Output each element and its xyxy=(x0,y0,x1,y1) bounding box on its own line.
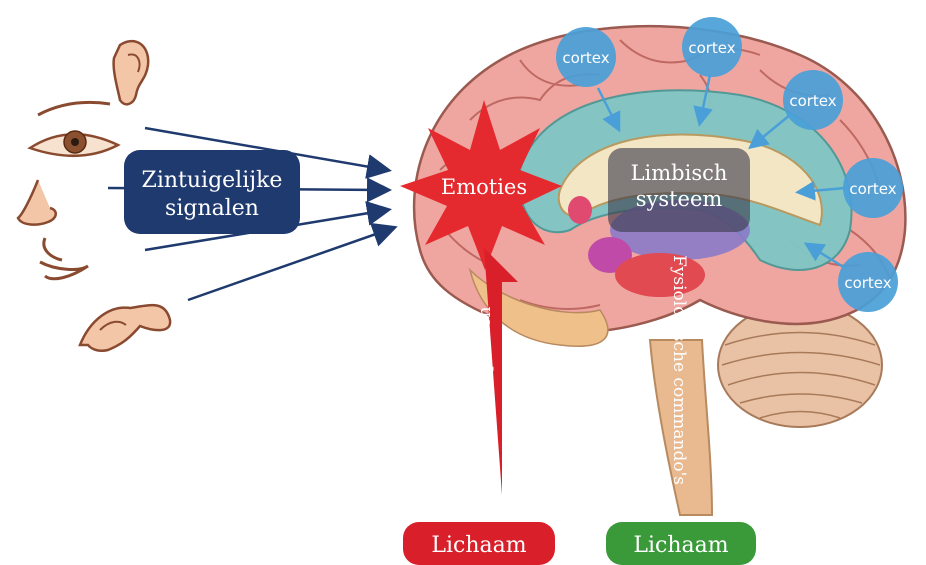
cortex-node-5: cortex xyxy=(838,252,898,312)
cortex-label: cortex xyxy=(562,49,609,67)
body-box-left: Lichaam xyxy=(403,522,555,565)
body-left-label: Lichaam xyxy=(431,533,526,558)
cortex-group: cortex cortex cortex cortex cortex xyxy=(556,17,903,312)
senses-group xyxy=(16,39,172,353)
cortex-node-1: cortex xyxy=(556,27,616,87)
cortex-label: cortex xyxy=(849,180,896,198)
cortex-node-4: cortex xyxy=(843,158,903,218)
sensory-signals-box: Zintuigelijke signalen xyxy=(124,150,300,234)
emotion-label: Emoties xyxy=(441,175,527,199)
cortex-label: cortex xyxy=(688,39,735,57)
ear-icon xyxy=(112,39,150,106)
mouth-icon xyxy=(39,237,89,281)
sensory-line1: Zintuigelijke xyxy=(142,168,283,193)
cortex-node-3: cortex xyxy=(783,70,843,130)
cortex-label: cortex xyxy=(844,274,891,292)
symptoms-label: Fysieke symptomen xyxy=(475,306,495,477)
emotion-star: Emoties xyxy=(400,100,562,270)
cortex-node-2: cortex xyxy=(682,17,742,77)
limbic-box-bg xyxy=(608,148,750,232)
eye-icon xyxy=(27,100,121,157)
body-box-right: Lichaam xyxy=(606,522,756,565)
limbic-line2: systeem xyxy=(636,187,723,211)
limbic-label: Limbisch systeem xyxy=(631,161,728,211)
nose-icon xyxy=(16,179,57,226)
commands-label: Fysiologische commando's xyxy=(669,255,689,485)
body-right-label: Lichaam xyxy=(633,533,728,558)
hand-icon xyxy=(78,303,172,353)
limbic-line1: Limbisch xyxy=(631,161,728,185)
cortex-label: cortex xyxy=(789,92,836,110)
commands-arrow: Fysiologische commando's xyxy=(669,255,689,485)
symptoms-arrow: Fysieke symptomen xyxy=(475,248,518,495)
sensory-line2: signalen xyxy=(165,196,259,221)
